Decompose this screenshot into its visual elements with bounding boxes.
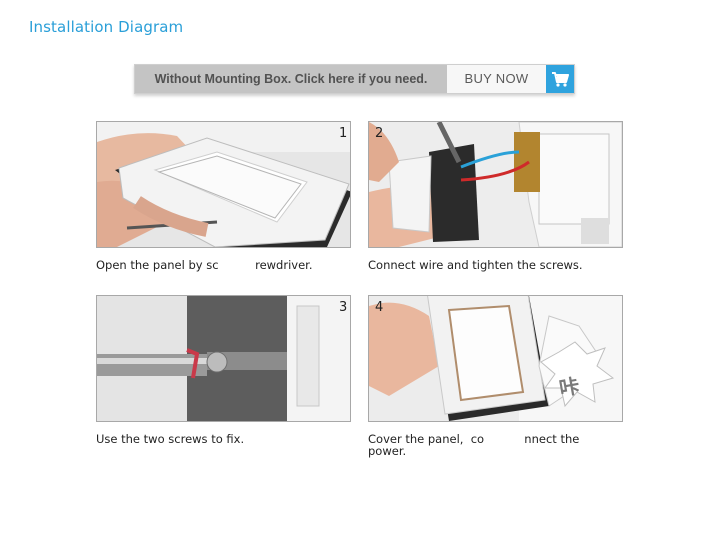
step-3-caption: Use the two screws to fix. [96, 432, 245, 446]
page-title: Installation Diagram [29, 18, 184, 36]
step-2-photo: 2 [368, 121, 623, 248]
step-4-caption: Cover the panel, co nnect the power. [368, 433, 579, 457]
step-1-photo: 1 [96, 121, 351, 248]
shopping-cart-icon [552, 72, 569, 87]
step-4-photo: 4 咔 [368, 295, 623, 422]
step-3-number: 3 [339, 300, 348, 315]
step-2-number: 2 [375, 126, 384, 141]
step-4-caption-line-2: power. [368, 444, 407, 458]
mounting-box-notice[interactable]: Without Mounting Box. Click here if you … [135, 65, 447, 93]
step-3-photo: 3 [96, 295, 351, 422]
step-4-number: 4 [375, 300, 384, 315]
step-2-caption: Connect wire and tighten the screws. [368, 258, 583, 272]
step-1-number: 1 [339, 126, 348, 141]
buy-now-button[interactable]: BUY NOW [447, 65, 546, 93]
mounting-box-banner[interactable]: Without Mounting Box. Click here if you … [134, 64, 575, 94]
step-1-caption: Open the panel by sc rewdriver. [96, 258, 313, 272]
step-4-caption-line-1: Cover the panel, co nnect the [368, 432, 580, 446]
cart-button[interactable] [546, 65, 574, 93]
